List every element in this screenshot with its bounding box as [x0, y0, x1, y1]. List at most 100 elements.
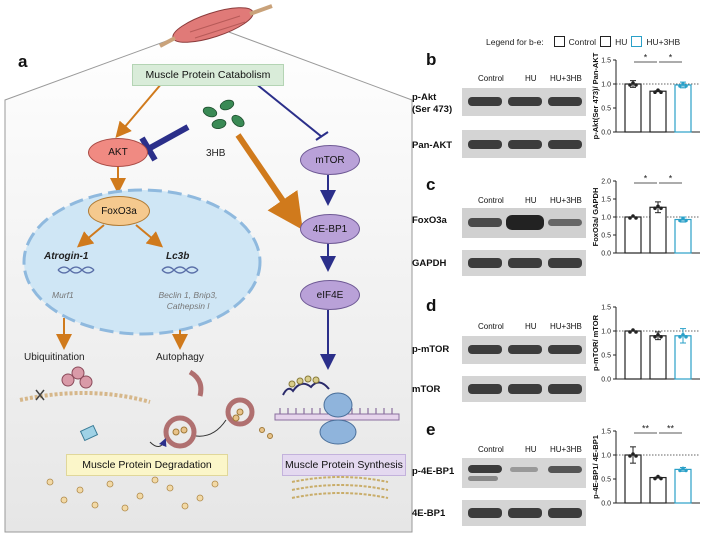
4ebp1-node: 4E-BP1 — [300, 214, 360, 244]
eif4e-node: eIF4E — [300, 280, 360, 310]
lane-label-hu-c: HU — [525, 196, 537, 205]
data-point — [684, 84, 688, 88]
blot-label-foxo3a: FoxO3a — [412, 215, 447, 226]
dna-icon-lc3b — [161, 266, 199, 274]
band — [468, 508, 502, 518]
bar — [624, 216, 642, 254]
lane-label-hu-d: HU — [525, 322, 537, 331]
lane-label-control-e: Control — [478, 445, 504, 454]
data-point — [684, 335, 688, 339]
lane-label-control-d: Control — [478, 322, 504, 331]
bar — [649, 335, 667, 380]
data-point — [678, 84, 682, 88]
data-point — [653, 476, 657, 481]
significance-label: * — [644, 53, 648, 63]
data-point — [659, 335, 663, 339]
data-point — [678, 335, 682, 339]
muscle-icon — [159, 4, 273, 48]
band — [548, 219, 582, 226]
band — [548, 97, 582, 106]
legend-swatch-hu — [600, 36, 612, 47]
data-point — [628, 330, 632, 334]
data-point — [634, 216, 638, 220]
data-point — [653, 335, 657, 339]
data-point — [659, 476, 663, 481]
significance-label: ** — [642, 424, 650, 434]
y-axis-label: p-Akt(Ser 473)/ Pan-AKT — [591, 52, 600, 139]
dna-icon-atrogin — [57, 266, 95, 274]
arrow-3hb-to-4ebp1 — [235, 133, 303, 230]
y-tick-label: 0.0 — [601, 501, 611, 508]
band — [508, 140, 542, 149]
y-tick-label: 0.5 — [601, 353, 611, 360]
legend-swatch-control — [553, 36, 565, 47]
autophagy-label: Autophagy — [156, 352, 204, 363]
data-point — [653, 90, 657, 94]
band — [548, 345, 582, 354]
catabolism-box: Muscle Protein Catabolism — [132, 64, 284, 86]
blot-panakt — [462, 130, 586, 158]
significance-label: * — [669, 174, 673, 184]
band — [508, 345, 542, 354]
blot-4ebp1 — [462, 500, 586, 526]
y-tick-label: 0.5 — [601, 106, 611, 113]
y-tick-label: 1.5 — [601, 305, 611, 312]
legend-label-control: Control — [568, 36, 597, 47]
data-point — [656, 88, 660, 92]
murf1-label: Murf1 — [52, 290, 74, 300]
autophagy-illustration — [149, 369, 273, 449]
blot-label-pakt: p-Akt — [412, 92, 437, 103]
band — [506, 215, 544, 230]
y-tick-label: 1.5 — [601, 58, 611, 65]
autophagy-genes-line2: Cathepsin l — [166, 301, 210, 311]
band — [468, 384, 502, 394]
data-point — [634, 454, 638, 458]
data-point — [659, 206, 663, 211]
ubiquitination-label: Ubiquitination — [24, 352, 85, 363]
bar-charts-svg: 0.00.51.01.5**p-Akt(Ser 473)/ Pan-AKT0.0… — [591, 52, 700, 508]
mtor-node: mTOR — [300, 145, 360, 175]
lane-label-control-c: Control — [478, 196, 504, 205]
blot-label-gapdh: GAPDH — [412, 258, 447, 269]
inhibit-3hb-akt — [148, 124, 190, 151]
y-tick-label: 2.0 — [601, 179, 611, 186]
blot-pakt — [462, 88, 586, 116]
blot-gapdh — [462, 250, 586, 276]
legend-label-hu: HU — [615, 36, 628, 47]
y-axis-label: FoxO3a/ GAPDH — [591, 188, 600, 247]
bar — [674, 84, 692, 133]
blot-p4ebp1 — [462, 458, 586, 488]
band — [548, 466, 582, 473]
band — [508, 384, 542, 394]
y-tick-label: 0.0 — [601, 377, 611, 384]
blot-label-pakt-site: (Ser 473) — [412, 104, 453, 115]
data-point — [656, 474, 660, 479]
y-tick-label: 1.5 — [601, 429, 611, 436]
blot-label-mtor: mTOR — [412, 384, 441, 395]
legend: Legend for b-e: Control HU HU+3HB — [486, 36, 680, 47]
band — [548, 140, 582, 149]
band — [508, 258, 542, 268]
3hb-molecule-icon — [202, 99, 245, 129]
blot-label-pmtor: p-mTOR — [412, 344, 450, 355]
band — [548, 258, 582, 268]
bar — [649, 90, 667, 133]
panel-letter-e: e — [426, 420, 436, 439]
blot-mtor — [462, 376, 586, 402]
data-point — [634, 83, 638, 87]
arrow-top-to-akt — [115, 82, 163, 139]
band — [468, 465, 502, 473]
data-point — [681, 82, 685, 86]
akt-node: AKT — [88, 138, 148, 167]
data-point — [681, 333, 685, 337]
significance-label: * — [669, 53, 673, 63]
band — [548, 508, 582, 518]
lane-label-hu-b: HU — [525, 74, 537, 83]
band — [468, 258, 502, 268]
band — [548, 384, 582, 394]
synthesis-box: Muscle Protein Synthesis — [282, 454, 406, 476]
ribosome-illustration — [274, 375, 400, 445]
y-tick-label: 1.0 — [601, 453, 611, 460]
blot-label-panakt: Pan-AKT — [412, 140, 453, 151]
y-tick-label: 0.0 — [601, 251, 611, 258]
